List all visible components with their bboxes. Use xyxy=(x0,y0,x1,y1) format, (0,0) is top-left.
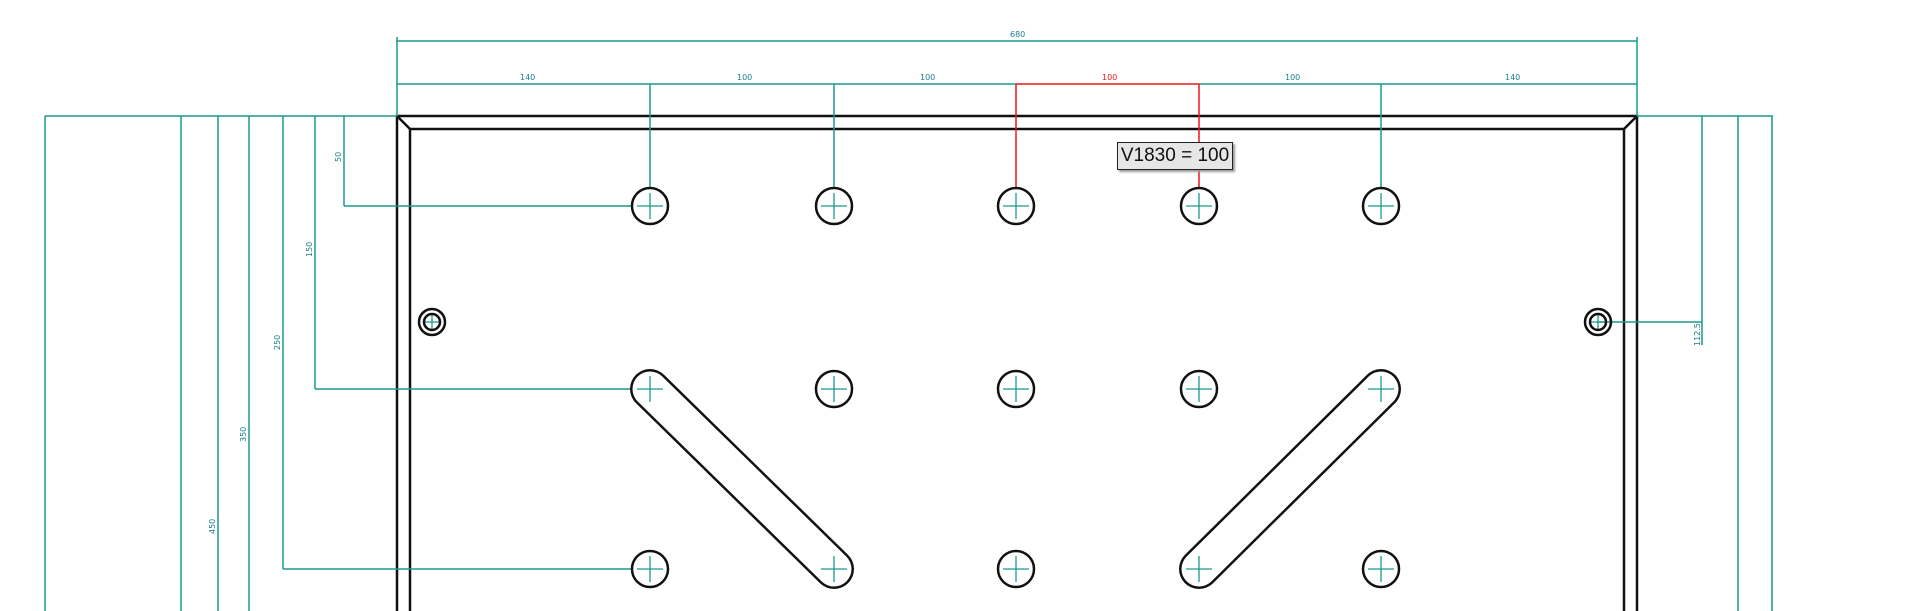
hole[interactable] xyxy=(996,186,1036,226)
hole[interactable] xyxy=(814,369,854,409)
slots[interactable] xyxy=(630,369,1401,589)
hole[interactable] xyxy=(814,186,854,226)
dim-seg-6[interactable]: 140 xyxy=(1505,73,1520,82)
dim-seg-1[interactable]: 140 xyxy=(520,73,535,82)
dim-overall[interactable]: 680 xyxy=(1010,30,1025,39)
hole[interactable] xyxy=(1179,186,1219,226)
right-dimensions: 112.5 xyxy=(1598,115,1773,611)
dimension-tooltip: V1830 = 100 xyxy=(1117,142,1233,170)
dim-left-450[interactable]: 450 xyxy=(208,519,217,534)
dim-left-150[interactable]: 150 xyxy=(305,242,314,257)
hole[interactable] xyxy=(1361,549,1401,589)
hole[interactable] xyxy=(1361,186,1401,226)
dim-seg-3[interactable]: 100 xyxy=(920,73,935,82)
dim-left-250[interactable]: 250 xyxy=(273,335,282,350)
hole[interactable] xyxy=(630,186,670,226)
left-dimensions: 50 150 250 350 450 xyxy=(44,115,632,611)
dim-left-350[interactable]: 350 xyxy=(239,427,248,442)
holes[interactable] xyxy=(423,186,1607,589)
dim-seg-2[interactable]: 100 xyxy=(737,73,752,82)
plate-outline[interactable] xyxy=(395,114,1639,611)
hole[interactable] xyxy=(1179,369,1219,409)
hole[interactable] xyxy=(996,369,1036,409)
top-dimensions: 680 140 100 100 100 100 140 xyxy=(396,30,1638,188)
dim-left-50[interactable]: 50 xyxy=(334,152,343,162)
dim-seg-4-selected[interactable]: 100 xyxy=(1102,73,1117,82)
small-holes[interactable] xyxy=(417,307,1613,337)
hole[interactable] xyxy=(630,549,670,589)
dim-right-112-5[interactable]: 112.5 xyxy=(1693,323,1702,346)
hole[interactable] xyxy=(996,549,1036,589)
dim-seg-5[interactable]: 100 xyxy=(1285,73,1300,82)
